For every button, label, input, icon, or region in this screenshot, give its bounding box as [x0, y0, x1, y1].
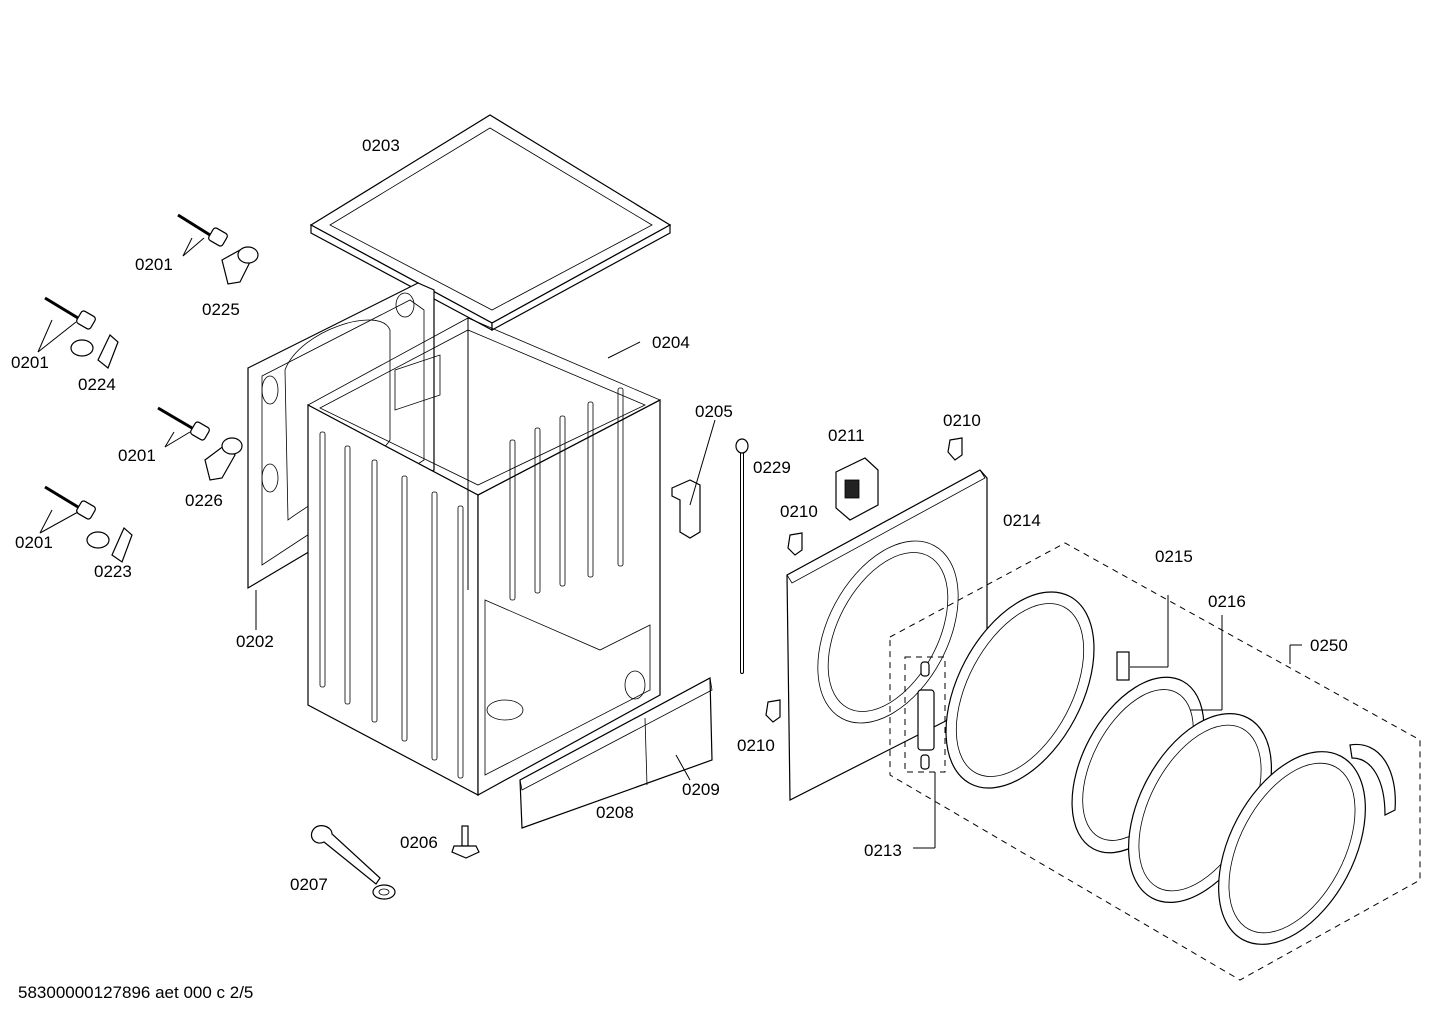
label-0210: 0210 [943, 411, 981, 430]
leader-lines [37, 237, 1302, 849]
label-0223: 0223 [94, 562, 132, 581]
label-0215: 0215 [1155, 547, 1193, 566]
label-0213: 0213 [864, 841, 902, 860]
label-0201: 0201 [15, 533, 53, 552]
hinge-part [904, 656, 946, 773]
top-cover-part [309, 114, 672, 332]
door-cover-ring-part [1218, 751, 1366, 945]
label-0250: 0250 [1310, 636, 1348, 655]
door-lock-part [835, 457, 879, 521]
label-0201: 0201 [11, 353, 49, 372]
label-0202: 0202 [236, 632, 274, 651]
label-0229: 0229 [753, 458, 791, 477]
label-0207: 0207 [290, 875, 328, 894]
label-0209: 0209 [682, 780, 720, 799]
label-0205: 0205 [695, 402, 733, 421]
door-handle-part [1349, 743, 1396, 816]
part-labels: 0203 0201 0225 0201 0224 0201 0226 0201 … [11, 136, 1348, 894]
label-0210: 0210 [780, 502, 818, 521]
label-0206: 0206 [400, 833, 438, 852]
foot-part [451, 825, 480, 859]
door-assembly-outline [889, 542, 1421, 981]
screw-set-3 [157, 406, 243, 481]
label-0203: 0203 [362, 136, 400, 155]
label-0201: 0201 [135, 255, 173, 274]
label-0204: 0204 [652, 333, 690, 352]
label-0226: 0226 [185, 491, 223, 510]
clip-part-3 [765, 699, 781, 723]
bracket-part [671, 479, 701, 539]
label-0201: 0201 [118, 446, 156, 465]
label-0214: 0214 [1003, 511, 1041, 530]
screw-set-2 [44, 296, 119, 369]
clip-part-1 [947, 437, 963, 461]
door-ring-part [945, 591, 1130, 789]
rod-part [735, 438, 749, 674]
wrench-part [310, 825, 396, 900]
base-cover-part [519, 677, 713, 829]
front-panel-part [786, 469, 988, 801]
label-0208: 0208 [596, 803, 634, 822]
label-0225: 0225 [202, 300, 240, 319]
label-0211: 0211 [828, 426, 865, 445]
label-0224: 0224 [78, 375, 116, 394]
footer-reference: 58300000127896 aet 000 c 2/5 [18, 983, 253, 1002]
cabinet-part [307, 317, 661, 797]
screw-set-1 [177, 213, 259, 285]
label-0210: 0210 [737, 736, 775, 755]
label-0216: 0216 [1208, 592, 1246, 611]
clip-part-2 [787, 532, 803, 556]
cabinet-ribs [319, 387, 624, 779]
screw-set-4 [44, 485, 133, 563]
